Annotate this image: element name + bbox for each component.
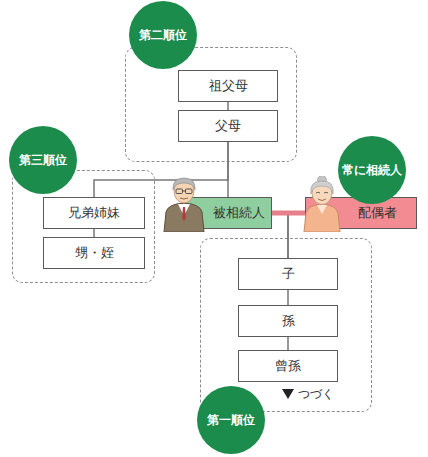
rank-badge: 第二順位 <box>129 1 197 69</box>
rank-group: 第三順位兄弟姉妹甥・姪 <box>12 170 155 283</box>
box-label: 父母 <box>215 117 241 135</box>
person-box: 孫 <box>238 305 338 337</box>
box-label: 兄弟姉妹 <box>68 204 120 222</box>
rank-badge: 常に相続人 <box>338 136 406 204</box>
box-label: 被相続人 <box>213 204 265 222</box>
badge-text: 常に相続人 <box>342 162 402 179</box>
woman-illustration <box>302 176 342 232</box>
person-box: 祖父母 <box>178 70 278 102</box>
rank-badge: 第一順位 <box>197 386 265 454</box>
family-line <box>288 213 305 258</box>
box-label: 配偶者 <box>358 204 397 222</box>
continue-note: つづく <box>298 386 334 403</box>
person-box: 曾孫 <box>238 350 338 382</box>
person-box: 父母 <box>178 110 278 142</box>
continue-triangle <box>282 389 294 399</box>
marriage-line <box>272 211 305 216</box>
person-box: 兄弟姉妹 <box>43 197 145 229</box>
person-box: 甥・姪 <box>43 237 145 269</box>
family-line <box>287 337 289 350</box>
family-line <box>227 102 229 110</box>
person-box: 子 <box>238 258 338 290</box>
family-line <box>93 229 95 237</box>
family-line <box>287 290 289 305</box>
rank-group: 第二順位祖父母父母 <box>125 47 297 162</box>
box-label: 祖父母 <box>209 77 248 95</box>
family-line <box>272 213 288 258</box>
box-label: 孫 <box>282 312 295 330</box>
box-label: 曾孫 <box>275 357 301 375</box>
box-label: 子 <box>282 265 295 283</box>
family-line <box>227 142 229 197</box>
rank-badge: 第三順位 <box>9 126 77 194</box>
rank-group: 第一順位子孫曾孫 <box>200 238 372 412</box>
box-label: 甥・姪 <box>75 244 114 262</box>
man-illustration <box>160 176 208 232</box>
